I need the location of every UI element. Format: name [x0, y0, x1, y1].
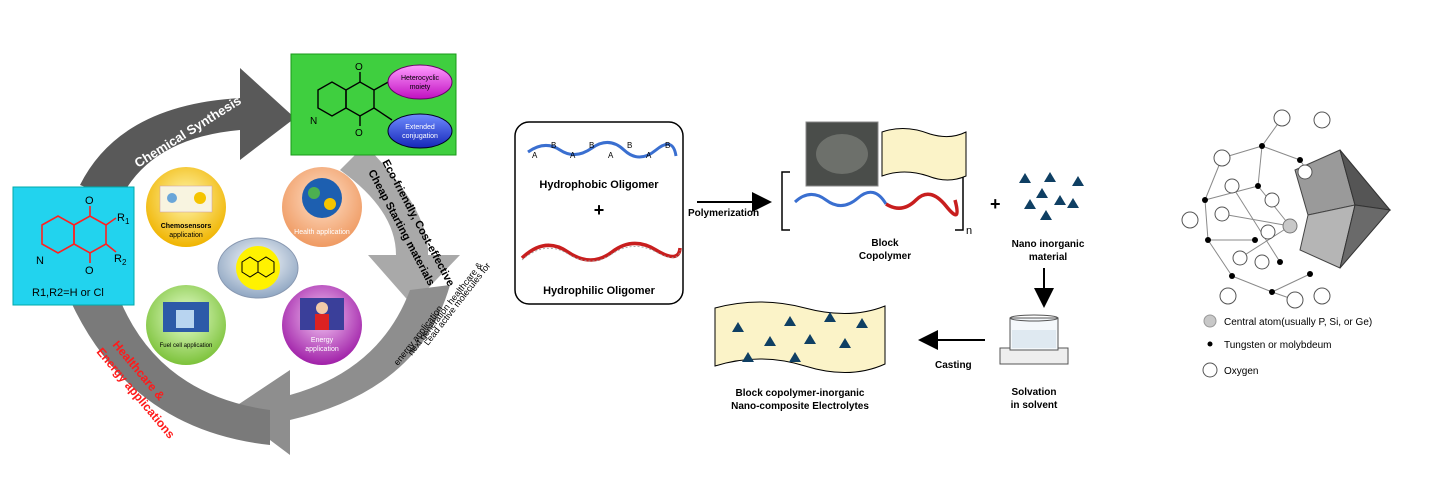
chemosensor-label-2: application — [169, 232, 203, 239]
plus-sign: + — [594, 200, 605, 220]
arc-right-arrow — [340, 145, 460, 305]
arc-top-arrow — [80, 68, 295, 200]
film-sheet — [881, 128, 967, 181]
beaker-stirrer — [999, 314, 1069, 365]
composite-label-1: Block copolymer-inorganic — [736, 388, 865, 399]
bead-letter: B — [589, 141, 594, 150]
legend-label-tungsten: Tungsten or molybdeum — [1224, 340, 1331, 351]
legend-oxygen: Oxygen — [1202, 362, 1258, 378]
hydrophobic-label: Hydrophobic Oligomer — [539, 179, 659, 191]
bead-letter: A — [570, 151, 576, 160]
green-atom-o1: O — [355, 62, 363, 73]
casting-label: Casting — [935, 360, 972, 371]
cyan-atom-o2: O — [85, 265, 94, 277]
nano-label-1: Nano inorganic — [1012, 239, 1085, 250]
oligomer-box — [514, 121, 684, 305]
heterocyclic-label-2: moiety — [410, 84, 431, 91]
cyan-caption: R1,R2=H or Cl — [32, 287, 104, 299]
plus-sign-2: + — [990, 194, 1001, 214]
hydrophilic-chain — [520, 241, 682, 262]
solvation-label-2: in solvent — [1011, 400, 1058, 411]
copolymer-blue-segment — [793, 190, 888, 207]
tungsten-atoms — [1202, 143, 1313, 295]
cyan-r2: R2 — [114, 253, 127, 267]
center-molecule-bubble — [217, 237, 299, 299]
energy-label-2: application — [305, 346, 339, 353]
health-label: Health application — [294, 229, 350, 236]
oxygen-atoms — [1181, 109, 1331, 309]
repeat-unit-n: n — [966, 225, 972, 237]
cyan-structure-box: O O N R1 R2 R1,R2=H or Cl — [12, 186, 135, 306]
energy-label-1: Energy — [311, 337, 334, 344]
extended-bubble — [387, 113, 453, 149]
solvation-label-1: Solvation — [1011, 387, 1056, 398]
bead-letter: A — [532, 151, 538, 160]
legend: Central atom(usually P, Si, or Ge) Tungs… — [1202, 314, 1372, 378]
cyan-atom-n: N — [36, 255, 44, 267]
legend-central-atom: Central atom(usually P, Si, or Ge) — [1203, 314, 1372, 328]
arc-bottom-arrow — [230, 285, 450, 455]
bead-letter: B — [665, 141, 670, 150]
heterocyclic-label-1: Heterocyclic — [401, 75, 440, 82]
polymerization-label: Polymerization — [688, 208, 759, 219]
fuelcell-bubble: Fuel cell application — [146, 285, 226, 365]
bead-letter: A — [646, 151, 652, 160]
arc-left-arrow — [70, 300, 270, 445]
hydrophobic-chain — [527, 141, 678, 159]
copolymer-red-segment — [885, 192, 959, 217]
nano-label-2: material — [1029, 252, 1068, 263]
composite-film — [714, 301, 886, 373]
extended-label-1: Extended — [405, 124, 435, 131]
energy-bubble: Energy application — [282, 285, 362, 365]
panel-cycle: Chemical Synthesis Eco-friendly, Cost-ef… — [12, 53, 492, 455]
chemosensor-bubble: Chemosensors application — [146, 167, 226, 247]
composite-particles — [732, 312, 868, 362]
heterocyclic-bubble — [387, 64, 453, 100]
legend-label-oxygen: Oxygen — [1224, 366, 1258, 377]
cyan-atom-o1: O — [85, 195, 94, 207]
bead-letter: B — [551, 141, 556, 150]
central-atom — [1282, 218, 1298, 234]
bead-letter: A — [608, 151, 614, 160]
hydrophilic-label: Hydrophilic Oligomer — [543, 285, 656, 297]
green-atom-o2: O — [355, 128, 363, 139]
green-structure-box: O O N Heterocyclic moiety Extended conju… — [290, 53, 457, 156]
panel-polyoxometalate: Central atom(usually P, Si, or Ge) Tungs… — [1181, 109, 1392, 378]
health-bubble: Health application — [282, 167, 362, 247]
composite-label-2: Nano-composite Electrolytes — [731, 401, 869, 412]
block-copolymer-label-2: Copolymer — [859, 251, 911, 262]
legend-tungsten: Tungsten or molybdeum — [1207, 340, 1331, 351]
panel-polymer: A B A B A B A B Hydrophobic Oligomer + Hydrophi… — [514, 121, 1085, 412]
nano-particles — [1019, 172, 1084, 220]
block-copolymer-label-1: Block — [871, 238, 899, 249]
extended-label-2: conjugation — [402, 133, 438, 140]
green-atom-n: N — [310, 116, 317, 127]
hydrophobic-bead-letters: A B A B A B A B — [532, 141, 670, 160]
legend-label-central: Central atom(usually P, Si, or Ge) — [1224, 317, 1372, 328]
chemosensor-label-1: Chemosensors — [161, 223, 212, 230]
bead-letter: B — [627, 141, 632, 150]
cyan-r1: R1 — [117, 212, 130, 226]
fuelcell-label: Fuel cell application — [160, 343, 213, 349]
